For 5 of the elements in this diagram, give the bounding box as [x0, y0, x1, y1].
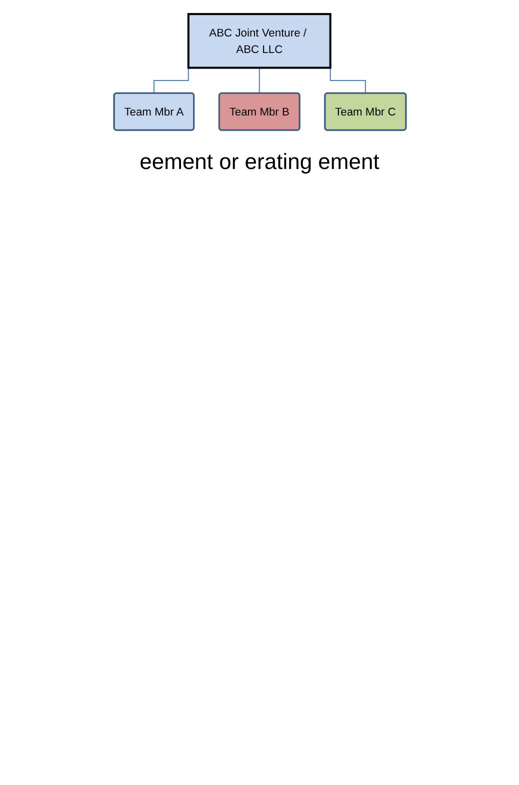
note-text: eement or erating ement — [140, 149, 380, 176]
connector — [258, 68, 260, 94]
node-box: ABC Joint Venture / ABC LLC — [186, 13, 331, 69]
connector — [329, 67, 366, 94]
connector — [152, 68, 188, 94]
